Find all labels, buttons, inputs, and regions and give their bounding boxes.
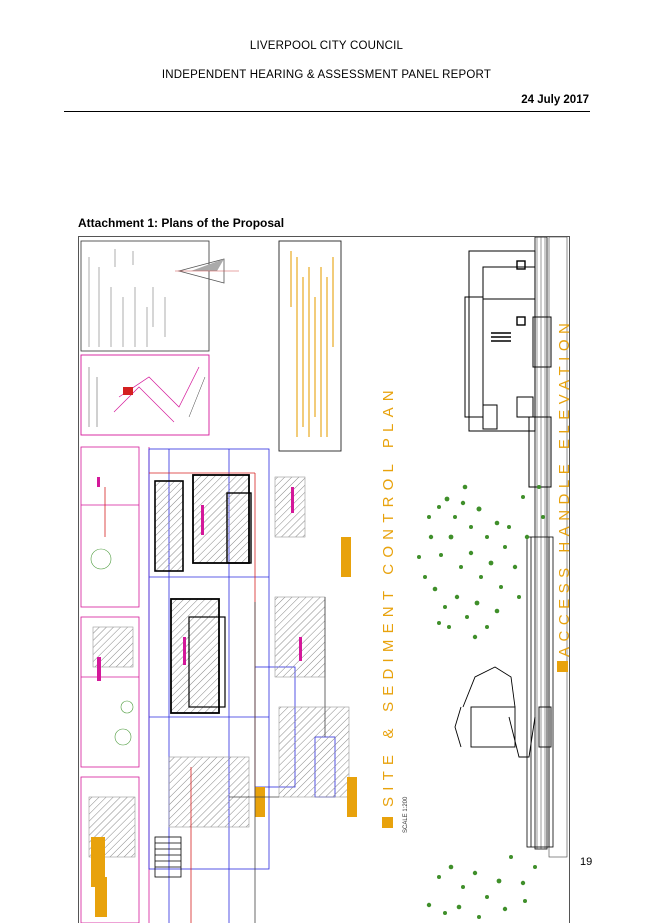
garage-elevation	[454, 666, 552, 758]
neighbour-areas	[88, 476, 350, 858]
proposed-buildings	[154, 474, 252, 714]
plan-scale-label: SCALE 1:200	[403, 796, 409, 833]
attachment-caption: Attachment 1: Plans of the Proposal	[78, 216, 285, 230]
report-title: INDEPENDENT HEARING & ASSESSMENT PANEL R…	[161, 69, 492, 81]
elevation-title: ACCESS HANDLE ELEVATION	[556, 318, 570, 657]
plan-title-marker	[382, 817, 393, 828]
location-inset	[80, 354, 210, 436]
organisation-heading: LIVERPOOL CITY COUNCIL	[249, 40, 404, 52]
header-divider	[64, 111, 590, 112]
page-number: 19	[580, 856, 593, 868]
elevation-title-marker	[557, 661, 568, 672]
sediment-markers	[91, 537, 357, 917]
magenta-annotations	[97, 477, 302, 681]
plan-drawing: SITE & SEDIMENT CONTROL PLAN SCALE 1:200	[78, 236, 570, 923]
notes-block	[278, 240, 342, 452]
tree-foliage	[417, 484, 545, 919]
plan-drawing-svg: SITE & SEDIMENT CONTROL PLAN SCALE 1:200	[80, 237, 570, 923]
driveway-fence	[526, 536, 554, 848]
north-arrow-icon	[175, 258, 239, 284]
elevation-title-group: ACCESS HANDLE ELEVATION	[556, 318, 570, 672]
house-elevation	[464, 250, 552, 488]
existing-trees	[90, 548, 134, 746]
plan-title-group: SITE & SEDIMENT CONTROL PLAN SCALE 1:200	[380, 384, 409, 833]
plan-title: SITE & SEDIMENT CONTROL PLAN	[380, 384, 397, 807]
stairs	[154, 836, 182, 878]
title-block	[80, 240, 210, 352]
report-date: 24 July 2017	[521, 94, 589, 106]
